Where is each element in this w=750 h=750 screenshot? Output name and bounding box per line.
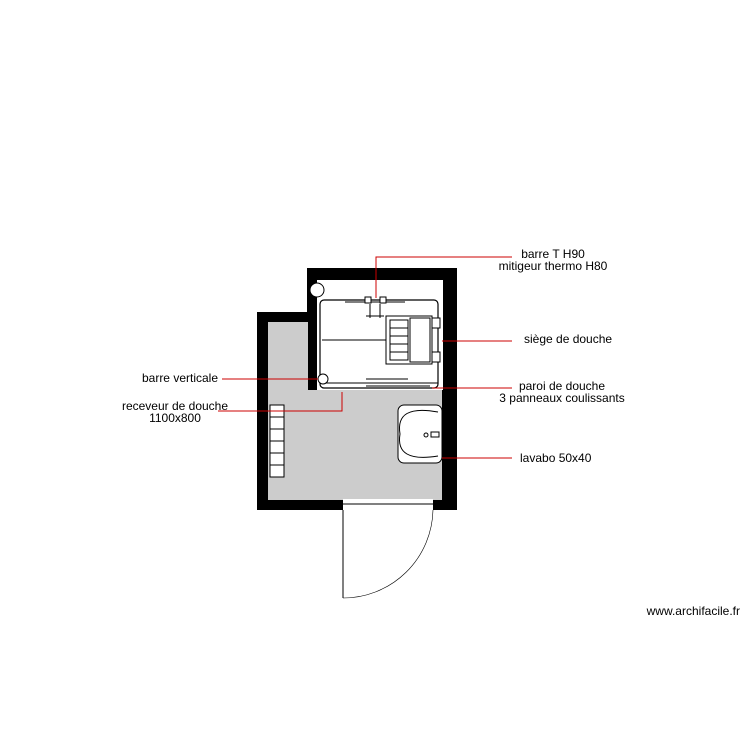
washbasin [397,404,443,464]
labels: barre T H90 mitigeur thermo H80 siège de… [122,247,625,465]
shower-panels [322,378,438,387]
label-barre-verticale: barre verticale [142,371,218,385]
watermark: www.archifacile.fr [646,604,740,618]
door [342,499,434,599]
label-receveur-dim: 1100x800 [149,411,201,425]
leader-barre-t [375,256,512,298]
label-paroi-detail: 3 panneaux coulissants [499,391,624,405]
label-receveur: receveur de douche [122,399,228,413]
label-siege: siège de douche [524,332,612,346]
label-lavabo: lavabo 50x40 [520,451,592,465]
shower-seat [385,315,441,365]
label-paroi: paroi de douche [519,379,605,393]
label-barre-t: barre T H90 [521,247,585,261]
t-bar [345,296,405,318]
leader-receveur [218,392,343,412]
label-mitigeur: mitigeur thermo H80 [499,259,608,273]
leader-lines [218,256,512,459]
vertical-bar-icon [317,373,329,385]
radiator [269,404,285,478]
pipe-icon [309,282,325,298]
